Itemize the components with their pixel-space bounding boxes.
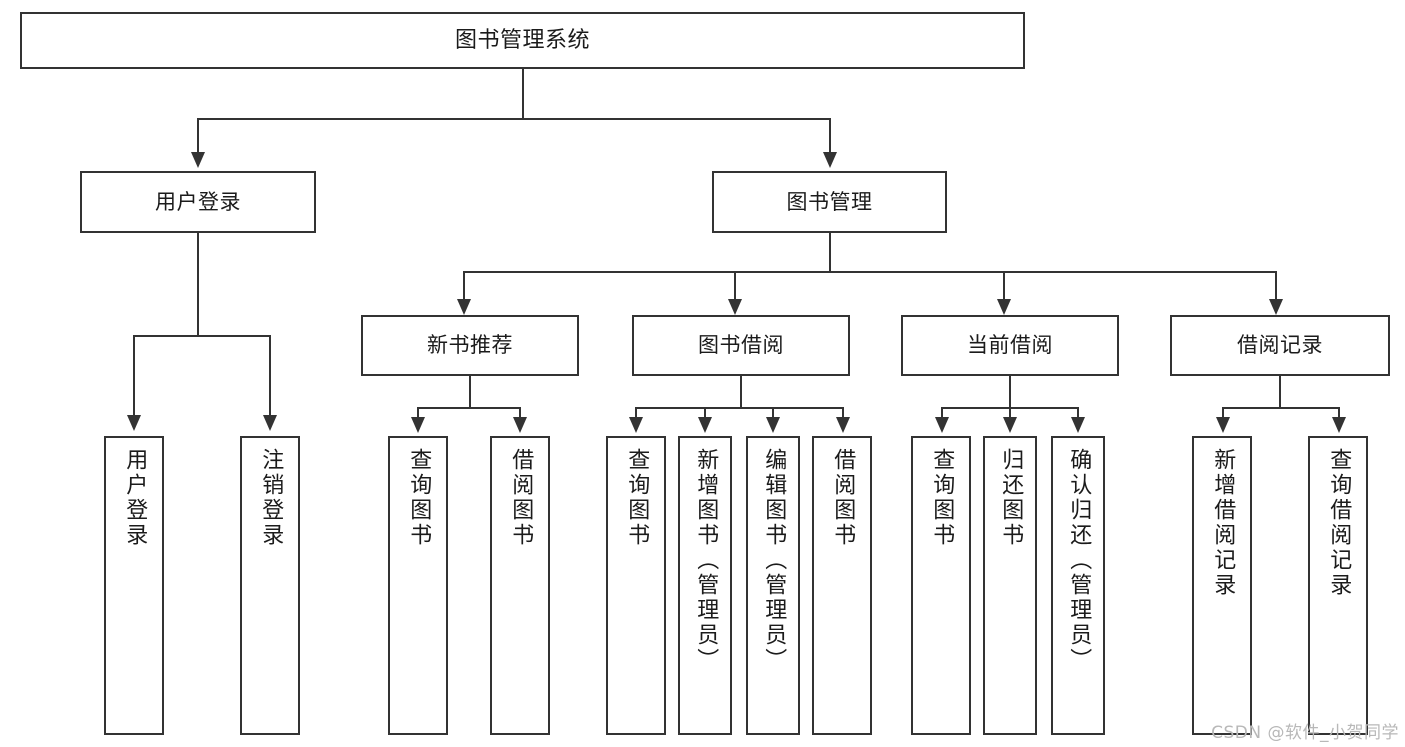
arrow-nb-to-leaf-1 [411,417,425,433]
arrow-bb-to-leaf-4 [836,417,850,433]
connector-bm-to-new-book [463,271,465,301]
node-current-borrow-label: 当前借阅 [967,333,1053,358]
connector-current-borrow-trunk [1009,375,1011,408]
arrow-root-to-user-login [191,152,205,168]
connector-new-book-bus [417,407,521,409]
connector-root-to-book-management [829,118,831,154]
node-book-borrow[interactable]: 图书借阅 [632,315,850,376]
connector-cb-to-leaf-3 [1077,407,1079,419]
arrow-bm-to-book-borrow [728,299,742,315]
node-leaf-borrow-book-1[interactable]: 借阅图书 [490,436,550,735]
connector-bb-to-leaf-3 [772,407,774,419]
node-leaf-add-record[interactable]: 新增借阅记录 [1192,436,1252,735]
connector-book-borrow-bus [635,407,844,409]
node-leaf-user-login-label: 用户登录 [122,448,148,548]
node-leaf-confirm-return-label: 确认归还（管理员） [1066,448,1092,673]
node-leaf-borrow-book-2-label: 借阅图书 [830,448,856,548]
connector-bm-to-book-borrow [734,271,736,301]
node-leaf-add-book[interactable]: 新增图书（管理员） [678,436,732,735]
connector-user-login-bus [133,335,271,337]
connector-nb-to-leaf-1 [417,407,419,419]
node-leaf-borrow-book-1-label: 借阅图书 [508,448,534,548]
node-borrow-record-label: 借阅记录 [1237,333,1323,358]
node-user-login[interactable]: 用户登录 [80,171,316,233]
arrow-user-login-to-leaf-2 [263,415,277,431]
connector-root-to-user-login [197,118,199,154]
node-leaf-query-book-3-label: 查询图书 [929,448,955,548]
node-book-management-label: 图书管理 [786,189,873,214]
arrow-nb-to-leaf-2 [513,417,527,433]
connector-br-to-leaf-1 [1222,407,1224,419]
node-leaf-query-book-2-label: 查询图书 [624,448,650,548]
arrow-bm-to-borrow-record [1269,299,1283,315]
arrow-bb-to-leaf-2 [698,417,712,433]
connector-bb-to-leaf-2 [704,407,706,419]
connector-borrow-record-bus [1222,407,1338,409]
connector-root-trunk [522,68,524,120]
connector-book-management-bus [463,271,1277,273]
connector-br-to-leaf-2 [1338,407,1340,419]
connector-book-management-trunk [829,232,831,272]
node-user-login-label: 用户登录 [155,189,241,214]
connector-bb-to-leaf-1 [635,407,637,419]
node-root[interactable]: 图书管理系统 [20,12,1025,69]
node-leaf-confirm-return[interactable]: 确认归还（管理员） [1051,436,1105,735]
node-leaf-query-book-1-label: 查询图书 [406,448,432,548]
node-book-management[interactable]: 图书管理 [712,171,947,233]
connector-bb-to-leaf-4 [842,407,844,419]
connector-cb-to-leaf-2 [1009,407,1011,419]
arrow-bb-to-leaf-1 [629,417,643,433]
node-leaf-user-login[interactable]: 用户登录 [104,436,164,735]
arrow-root-to-book-management [823,152,837,168]
arrow-bm-to-new-book [457,299,471,315]
node-current-borrow[interactable]: 当前借阅 [901,315,1119,376]
node-leaf-query-record-label: 查询借阅记录 [1326,448,1352,598]
connector-bm-to-borrow-record [1275,271,1277,301]
arrow-br-to-leaf-2 [1332,417,1346,433]
node-leaf-edit-book[interactable]: 编辑图书（管理员） [746,436,800,735]
connector-book-borrow-trunk [740,375,742,408]
arrow-cb-to-leaf-1 [935,417,949,433]
node-leaf-add-record-label: 新增借阅记录 [1210,448,1236,598]
connector-nb-to-leaf-2 [519,407,521,419]
connector-root-bus [197,118,831,120]
connector-new-book-trunk [469,375,471,408]
node-leaf-query-book-3[interactable]: 查询图书 [911,436,971,735]
arrow-user-login-to-leaf-1 [127,415,141,431]
node-new-book-recommend-label: 新书推荐 [427,333,513,358]
node-leaf-add-book-label: 新增图书（管理员） [693,448,719,673]
node-new-book-recommend[interactable]: 新书推荐 [361,315,579,376]
connector-user-login-to-leaf-1 [133,335,135,417]
node-leaf-return-book-label: 归还图书 [998,448,1024,548]
arrow-br-to-leaf-1 [1216,417,1230,433]
connector-user-login-trunk [197,232,199,336]
arrow-bb-to-leaf-3 [766,417,780,433]
connector-borrow-record-trunk [1279,375,1281,408]
node-leaf-query-book-2[interactable]: 查询图书 [606,436,666,735]
node-leaf-query-book-1[interactable]: 查询图书 [388,436,448,735]
connector-user-login-to-leaf-2 [269,335,271,417]
node-leaf-edit-book-label: 编辑图书（管理员） [761,448,787,673]
connector-bm-to-current-borrow [1003,271,1005,301]
node-leaf-query-record[interactable]: 查询借阅记录 [1308,436,1368,735]
node-leaf-logout[interactable]: 注销登录 [240,436,300,735]
node-book-borrow-label: 图书借阅 [698,333,784,358]
node-leaf-borrow-book-2[interactable]: 借阅图书 [812,436,872,735]
arrow-bm-to-current-borrow [997,299,1011,315]
node-root-label: 图书管理系统 [454,27,590,53]
connector-cb-to-leaf-1 [941,407,943,419]
watermark-text: CSDN @软件_小贺同学 [1211,723,1399,743]
node-leaf-return-book[interactable]: 归还图书 [983,436,1037,735]
arrow-cb-to-leaf-2 [1003,417,1017,433]
arrow-cb-to-leaf-3 [1071,417,1085,433]
node-leaf-logout-label: 注销登录 [258,448,284,548]
node-borrow-record[interactable]: 借阅记录 [1170,315,1390,376]
